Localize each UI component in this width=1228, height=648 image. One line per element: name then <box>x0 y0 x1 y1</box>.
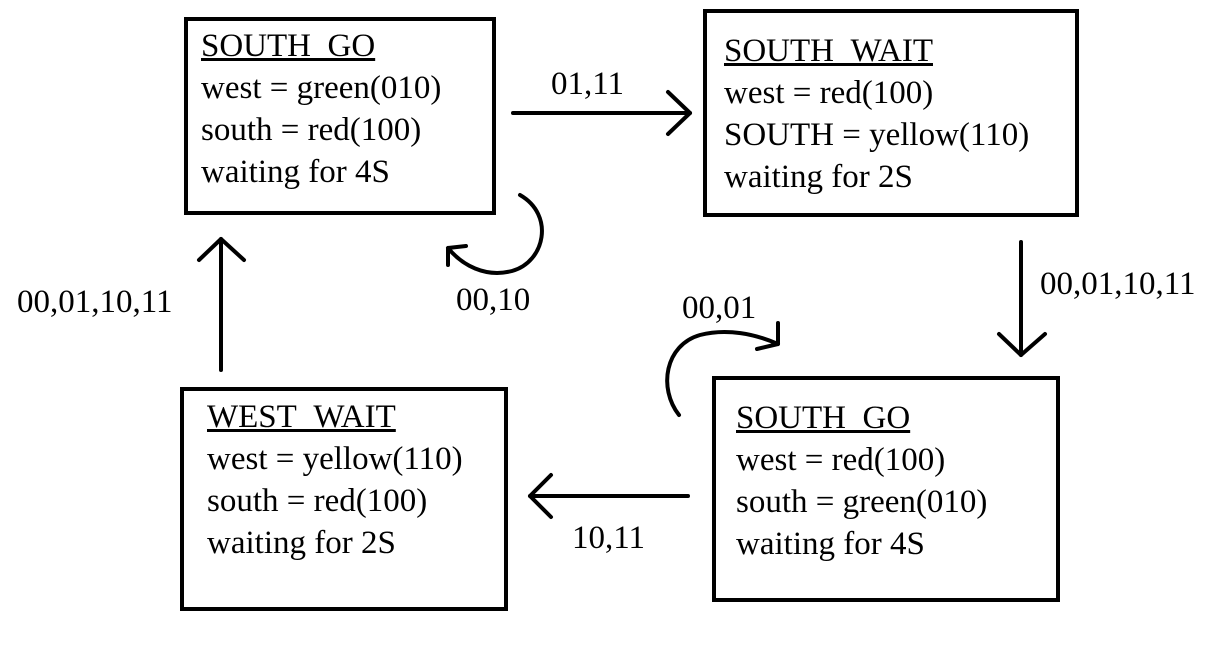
arrow-south-go-to-south-wait <box>511 90 692 136</box>
state-south-output: south = green(010) <box>736 484 988 520</box>
state-title: SOUTH_WAIT <box>724 33 933 69</box>
arrow-west-wait-to-south-go <box>197 237 246 372</box>
state-south-output: south = red(100) <box>201 112 422 148</box>
state-title: WEST_WAIT <box>207 399 396 435</box>
state-west-output: west = yellow(110) <box>207 441 463 477</box>
transition-label-west-wait-to-south-go: 00,01,10,11 <box>17 284 173 320</box>
state-west-output: west = red(100) <box>724 75 934 111</box>
state-west-wait: WEST_WAIT west = yellow(110) south = red… <box>180 387 508 611</box>
state-south-go-bottom: SOUTH_GO west = red(100) south = green(0… <box>712 376 1060 602</box>
transition-label-south-wait-to-south-go: 00,01,10,11 <box>1040 266 1196 302</box>
state-west-output: west = green(010) <box>201 70 442 106</box>
state-wait-time: waiting for 4S <box>736 526 925 562</box>
arrow-south-go-bottom-self-loop <box>665 321 780 417</box>
state-wait-time: waiting for 2S <box>724 159 913 195</box>
transition-label-south-go-bottom-self: 00,01 <box>682 290 757 326</box>
state-wait-time: waiting for 2S <box>207 525 396 561</box>
state-south-wait: SOUTH_WAIT west = red(100) SOUTH = yello… <box>703 9 1079 217</box>
transition-label-south-go-to-south-wait: 01,11 <box>551 66 625 102</box>
state-wait-time: waiting for 4S <box>201 154 390 190</box>
state-title: SOUTH_GO <box>201 28 376 64</box>
state-south-output: SOUTH = yellow(110) <box>724 117 1030 153</box>
arrow-south-wait-to-south-go <box>997 240 1047 357</box>
transition-label-south-go-self: 00,10 <box>456 282 531 318</box>
arrow-south-go-self-loop <box>446 193 544 275</box>
state-south-go-top: SOUTH_GO west = green(010) south = red(1… <box>184 17 496 215</box>
arrow-south-go-bottom-to-west-wait <box>528 473 690 519</box>
state-south-output: south = red(100) <box>207 483 428 519</box>
state-west-output: west = red(100) <box>736 442 946 478</box>
state-title: SOUTH_GO <box>736 400 911 436</box>
transition-label-south-go-bottom-to-west-wait: 10,11 <box>572 520 646 556</box>
